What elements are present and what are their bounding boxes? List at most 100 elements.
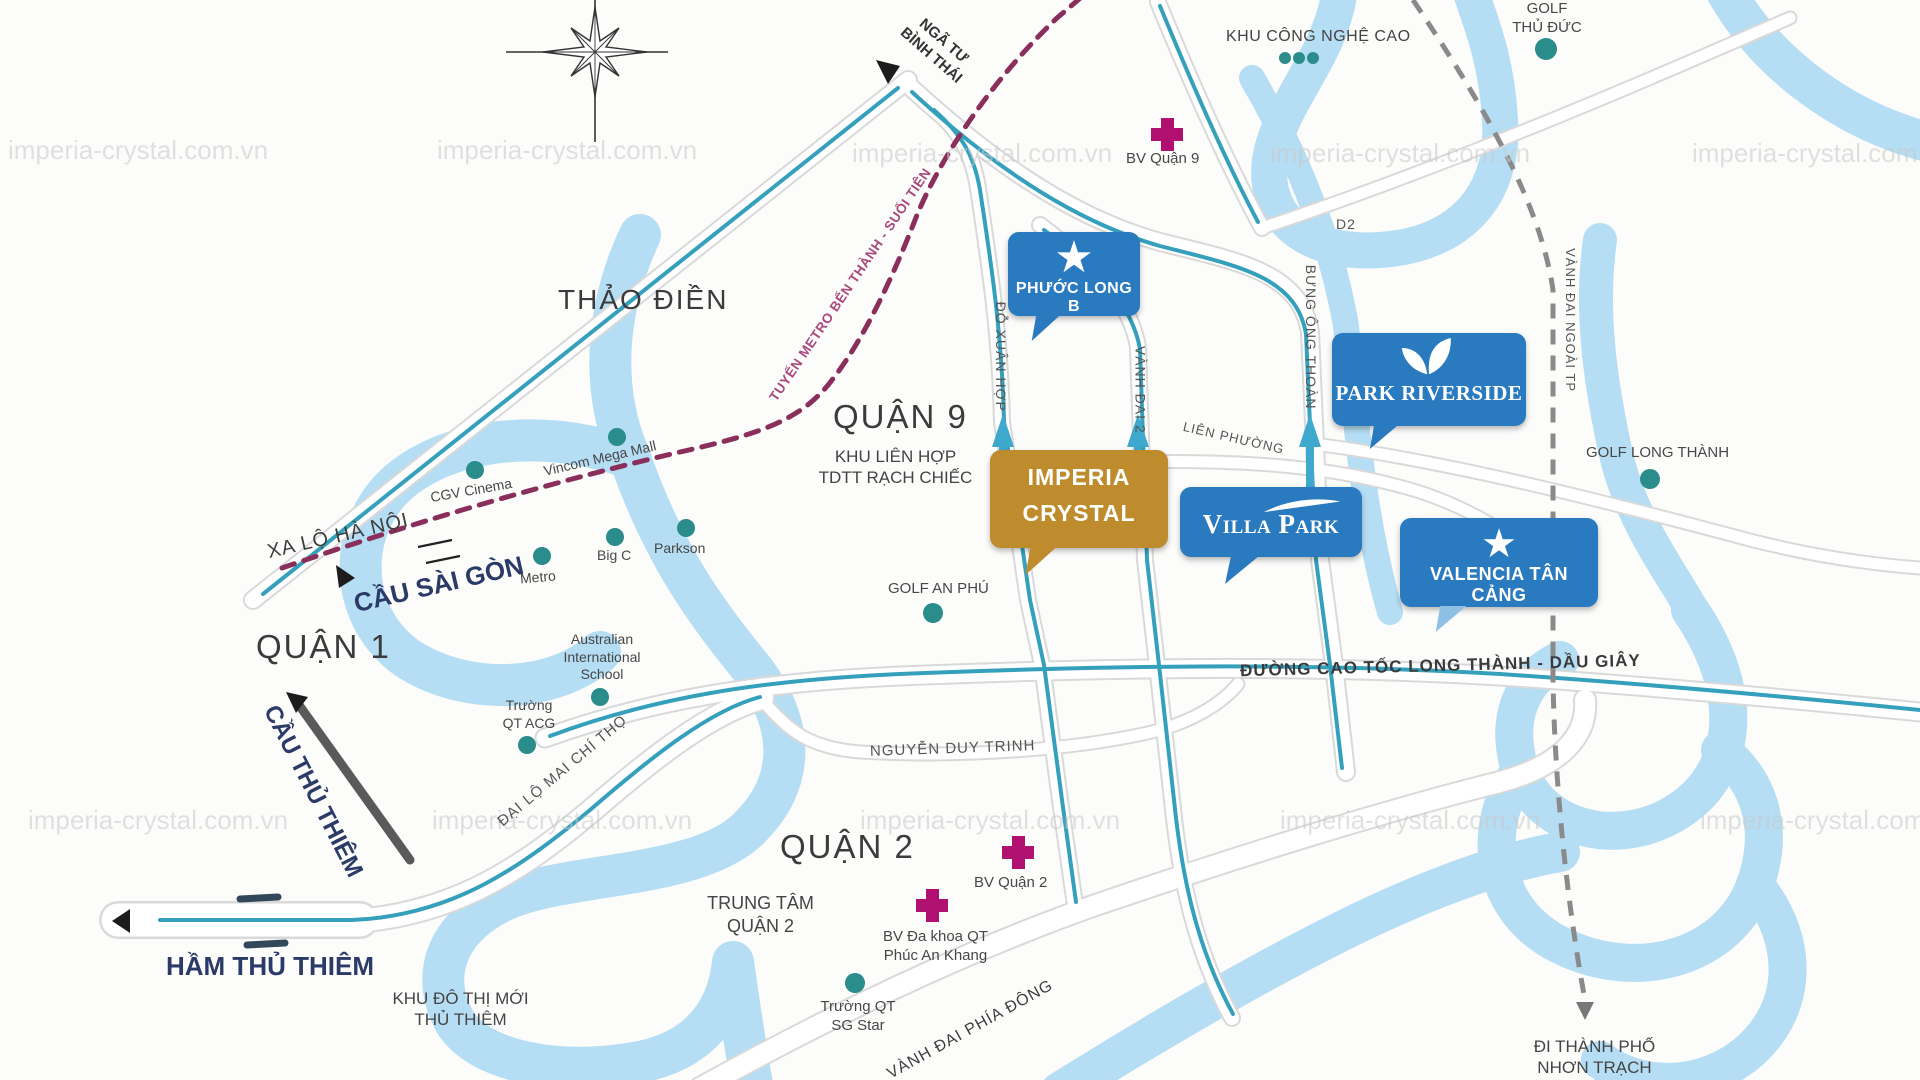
poi-dot-big-c <box>606 528 624 546</box>
road-nguyen-duy-trinh <box>756 678 1244 760</box>
hospital-cross-bv-quan9-icon <box>1151 118 1183 151</box>
badge-villa-park[interactable]: Villa Park <box>1180 487 1362 584</box>
watermark: imperia-crystal.com.vn <box>1700 805 1920 835</box>
watermark: imperia-crystal.com.vn <box>852 138 1113 168</box>
poi-dot-tech-park-1 <box>1279 52 1291 64</box>
watermark: imperia-crystal.com.vn <box>1270 138 1531 168</box>
arrow-cau-thu-thiem-icon <box>286 692 308 713</box>
badge-pointer <box>1025 547 1057 575</box>
leaf-logo-icon <box>1401 337 1451 375</box>
road-label-bung-ong-thoan: BƯNG ÔNG THOÀN <box>1302 264 1319 410</box>
watermark: imperia-crystal.com.vn <box>28 805 289 835</box>
area-label-trung-tam-quan-2: TRUNG TÂM QUẬN 2 <box>707 893 814 936</box>
district-label-quan-2: QUẬN 2 <box>780 828 915 865</box>
badge-phuoc-long-b-label: PHƯỚC LONG B <box>1015 280 1133 315</box>
tunnel-label-ham-thu-thiem: HẦM THỦ THIÊM <box>166 951 374 981</box>
poi-label-bv-da-khoa: BV Đa khoa QT Phúc An Khang <box>882 928 989 964</box>
compass-rose-icon <box>506 0 668 142</box>
badge-pointer <box>1369 425 1399 449</box>
badge-valencia-tan-cang[interactable]: ★ VALENCIA TÂN CẢNG <box>1400 518 1598 632</box>
poi-dot-tech-park-2 <box>1293 52 1305 64</box>
badge-imperia-line1: IMPERIA <box>1027 464 1131 490</box>
watermark: imperia-crystal.com.vn <box>8 135 269 165</box>
river-network <box>339 0 1920 1080</box>
poi-label-truong-sg-star: Trường QT SG Star <box>820 998 896 1034</box>
area-label-khu-lien-hop: KHU LIÊN HỢP TDTT RẠCH CHIẾC <box>818 447 973 488</box>
river-right-meander-1 <box>1495 591 1748 850</box>
road-east-branch <box>1316 439 1920 574</box>
river-bottom-band <box>1044 832 1580 1080</box>
district-label-quan-9: QUẬN 9 <box>833 398 968 435</box>
poi-label-golf-long-thanh: GOLF LONG THÀNH <box>1586 444 1730 461</box>
poi-label-big-c: Big C <box>597 547 632 563</box>
hospital-cross-bv-da-khoa-icon <box>916 889 948 922</box>
star-icon: ★ <box>1481 522 1517 566</box>
poi-dot-vincom <box>608 428 626 446</box>
poi-label-metro-store: Metro <box>519 567 557 587</box>
arrow-ham-icon <box>112 909 130 933</box>
saigon-bridge-ticks <box>417 538 461 565</box>
thu-thiem-bridge <box>294 700 415 865</box>
ring-arrow-south-icon <box>1576 1002 1594 1020</box>
hospital-crosses <box>916 118 1183 922</box>
poi-label-australian-school: Australian International School <box>563 631 641 682</box>
poi-label-truong-acg: Trường QT ACG <box>502 697 556 731</box>
badge-pointer <box>1225 556 1259 584</box>
poi-label-bv-quan-2: BV Quận 2 <box>974 874 1048 891</box>
district-label-thao-dien: THẢO ĐIỀN <box>558 284 729 315</box>
canal-tech-park <box>1239 65 1403 625</box>
badge-park-riverside[interactable]: PARK RIVERSIDE <box>1332 333 1526 449</box>
poi-label-parkson: Parkson <box>654 540 706 556</box>
poi-dot-truong-sg-star <box>845 973 865 993</box>
area-label-di-nhon-trach: ĐI THÀNH PHỐ NHƠN TRẠCH <box>1533 1037 1656 1078</box>
river-right-main <box>1578 223 1712 632</box>
poi-dot-cgv <box>466 461 484 479</box>
river-top-right-corner <box>1707 0 1920 160</box>
watermark: imperia-crystal.com.vn <box>432 805 693 835</box>
watermark: imperia-crystal.com.vn <box>1280 805 1541 835</box>
road-label-vanh-dai-ngoai-tp: VÀNH ĐAI NGOÀI TP <box>1563 248 1579 393</box>
poi-dot-golf-an-phu <box>923 603 943 623</box>
tunnel-marks <box>236 893 289 949</box>
poi-label-golf-an-phu: GOLF AN PHÚ <box>888 580 989 597</box>
badge-imperia-line2: CRYSTAL <box>1022 500 1136 526</box>
area-label-khu-do-thi-moi: KHU ĐÔ THỊ MỚI THỦ THIÊM <box>392 989 529 1030</box>
outer-ring-line <box>1410 0 1588 1001</box>
poi-dots <box>466 38 1660 993</box>
road-label-d2: D2 <box>1336 216 1356 232</box>
badge-pointer <box>1435 606 1467 632</box>
badge-phuoc-long-b[interactable]: ★ PHƯỚC LONG B <box>1008 232 1140 341</box>
badge-pointer <box>1031 315 1061 341</box>
arrow-up-bung-ong-thoan-icon <box>1299 414 1321 502</box>
poi-dot-australian-school <box>591 688 609 706</box>
watermark: imperia-crystal.com.vn <box>860 805 1121 835</box>
road-bung-ong-thoan <box>897 74 1354 780</box>
district-label-quan-1: QUẬN 1 <box>256 628 391 665</box>
metro-line <box>279 0 1082 571</box>
road-to-golf-thu-duc <box>1256 12 1796 234</box>
hospital-cross-bv-quan2-icon <box>1002 836 1034 869</box>
watermark: imperia-crystal.com.vn <box>437 135 698 165</box>
area-label-khu-cong-nghe-cao: KHU CÔNG NGHỆ CAO <box>1226 28 1411 45</box>
swoosh-icon <box>1263 499 1341 513</box>
badge-villa-park-label: Villa Park <box>1202 509 1340 539</box>
badge-imperia-crystal[interactable]: IMPERIA CRYSTAL <box>990 450 1168 575</box>
watermark: imperia-crystal.com.vn <box>1692 138 1920 168</box>
badge-park-riverside-label: PARK RIVERSIDE <box>1335 381 1523 405</box>
arrow-binh-thai-icon <box>876 60 900 84</box>
poi-dot-truong-acg <box>518 736 536 754</box>
road-vanh-dai-phia-dong <box>694 690 1596 1080</box>
star-icon: ★ <box>1054 233 1094 282</box>
direction-arrows <box>112 60 900 933</box>
poi-label-golf-thu-duc: GOLF THỦ ĐỨC <box>1512 0 1582 36</box>
road-center-lines <box>158 4 1920 1016</box>
road-label-vanh-dai-2: VÀNH ĐAI 2 <box>1132 345 1149 434</box>
river-saigon-lower <box>422 437 806 1080</box>
poi-label-bv-quan-9: BV Quận 9 <box>1126 150 1200 167</box>
poi-dot-golf-thu-duc <box>1535 38 1557 60</box>
poi-dot-tech-park-3 <box>1307 52 1319 64</box>
arrow-xa-lo-icon <box>336 565 355 588</box>
road-label-do-xuan-hop: ĐỖ XUÂN HỢP <box>992 301 1009 412</box>
